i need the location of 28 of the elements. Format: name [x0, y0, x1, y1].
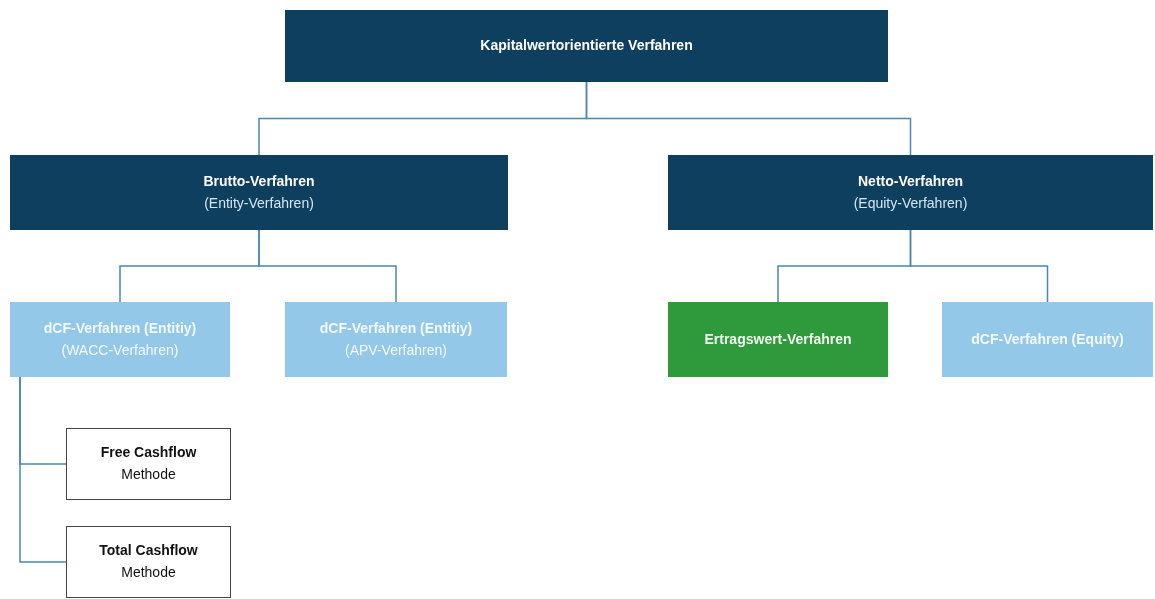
node-title: Netto-Verfahren — [858, 171, 963, 191]
node-title: Brutto-Verfahren — [203, 171, 315, 191]
connector-line — [585, 81, 912, 156]
node-subtitle: Methode — [121, 465, 176, 484]
connector-line — [258, 229, 397, 303]
process-box — [285, 10, 888, 82]
connector-line — [19, 376, 67, 563]
connector-line — [909, 229, 1049, 303]
process-box — [942, 302, 1153, 377]
method-box — [66, 428, 231, 500]
process-box — [10, 155, 508, 230]
node-title: Ertragswert-Verfahren — [704, 329, 852, 349]
node-subtitle: Methode — [121, 563, 176, 582]
node-title: Free Cashflow — [100, 443, 197, 463]
node-title: dCF-Verfahren (Equity) — [971, 329, 1124, 349]
node-subtitle: (Entity-Verfahren) — [204, 193, 314, 213]
process-box — [10, 302, 230, 377]
node-subtitle: (WACC-Verfahren) — [61, 340, 179, 360]
node-title: dCF-Verfahren (Entitiy) — [43, 318, 197, 338]
process-box — [285, 302, 507, 377]
process-box — [668, 155, 1153, 230]
node-title: Total Cashflow — [99, 541, 198, 561]
node-title: dCF-Verfahren (Entitiy) — [319, 318, 473, 338]
node-title: Kapitalwertorientierte Verfahren — [480, 36, 693, 56]
process-box — [668, 302, 888, 377]
node-subtitle: (Equity-Verfahren) — [853, 193, 968, 213]
node-subtitle: (APV-Verfahren) — [345, 340, 447, 360]
method-box — [66, 526, 231, 598]
